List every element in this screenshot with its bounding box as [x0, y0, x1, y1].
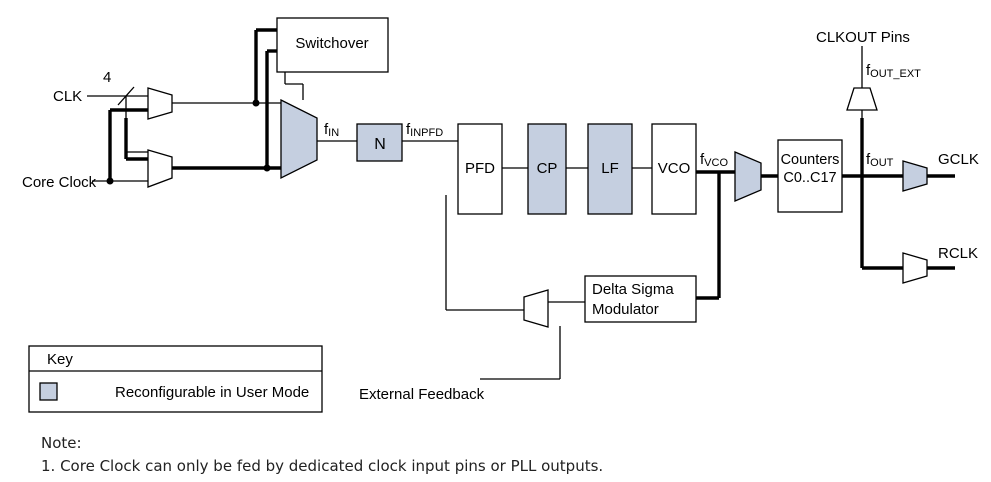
f-vco-label: fVCO: [700, 151, 728, 169]
key-item-label: Reconfigurable in User Mode: [115, 384, 309, 401]
f-out-ext-label: fOUT_EXT: [866, 62, 921, 80]
bus-width-label: 4: [103, 69, 111, 86]
junction-dot: [252, 99, 260, 107]
rclk-buffer: [902, 252, 928, 284]
counters-label: Counters: [781, 152, 840, 168]
note-line-1: 1. Core Clock can only be fed by dedicat…: [41, 457, 604, 475]
vco-block: [651, 123, 697, 215]
cp-label: CP: [537, 160, 558, 177]
f-in-label: fIN: [324, 121, 339, 139]
reference-clock-mux: [280, 98, 318, 180]
dsm-label-line1: Delta Sigma: [592, 281, 674, 298]
input-mux-core-clock: [147, 149, 173, 188]
f-out-label: fOUT: [866, 151, 894, 169]
feedback-mux: [523, 289, 549, 328]
pfd-label: PFD: [465, 160, 495, 177]
input-mux-clk: [147, 87, 173, 120]
n-label: N: [374, 136, 386, 153]
key-legend: Key Reconfigurable in User Mode: [28, 345, 323, 413]
rclk-label: RCLK: [938, 245, 978, 262]
key-title: Key: [47, 351, 73, 368]
bus-slash: [117, 86, 135, 106]
f-inpfd-label: fINPFD: [406, 121, 443, 139]
junction-dot: [106, 177, 114, 185]
switchover-block: [276, 17, 389, 73]
note-title: Note:: [41, 434, 82, 452]
vco-label: VCO: [658, 160, 691, 177]
clkout-pins-label: CLKOUT Pins: [816, 29, 910, 46]
n-counter-block: [356, 123, 403, 162]
cp-block: [527, 123, 567, 215]
key-swatch: [39, 382, 58, 401]
key-box: [28, 345, 323, 413]
clkout-buffer: [846, 87, 878, 111]
vco-output-mux: [734, 151, 762, 202]
lf-block: [587, 123, 633, 215]
counters-block: [777, 139, 843, 213]
clk-input-label: CLK: [53, 88, 82, 105]
junction-dot: [263, 164, 271, 172]
switchover-label: Switchover: [295, 35, 368, 52]
core-clock-input-label: Core Clock: [22, 174, 97, 191]
pfd-block: [457, 123, 503, 215]
lf-label: LF: [601, 160, 619, 177]
delta-sigma-modulator-block: [584, 275, 697, 323]
thin-wires: [87, 46, 863, 380]
gclk-label: GCLK: [938, 151, 979, 168]
external-feedback-label: External Feedback: [359, 386, 485, 403]
dsm-label-line2: Modulator: [592, 301, 659, 318]
counters-range-label: C0..C17: [783, 170, 836, 186]
gclk-buffer: [902, 160, 928, 192]
thick-wires: [108, 28, 955, 300]
